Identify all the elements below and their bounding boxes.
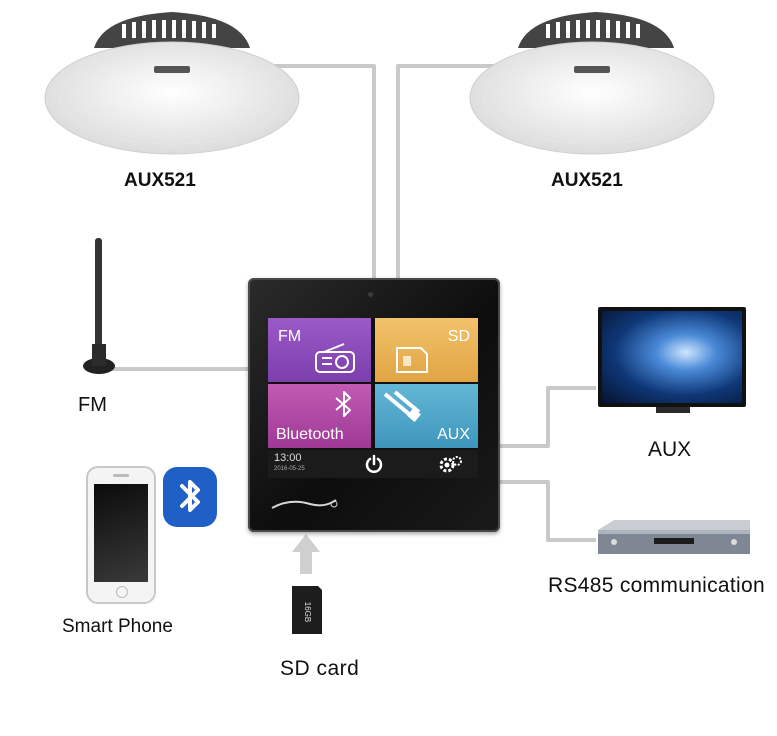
tv-screen: [602, 311, 742, 403]
right-speaker-cable: [396, 64, 508, 282]
bluetooth-tile-icon: [335, 391, 351, 417]
phone-home-button: [116, 586, 128, 598]
fm-label: FM: [78, 394, 107, 416]
left-speaker-label: AUX521: [124, 170, 196, 191]
sd-card-label: SD card: [280, 657, 360, 680]
sd-tile-icon: [396, 347, 428, 373]
smart-phone-device: [86, 466, 156, 604]
smart-phone-label: Smart Phone: [62, 616, 173, 637]
panel-camera-dot: [368, 292, 373, 297]
tv-stand: [656, 407, 690, 413]
phone-screen: [94, 484, 148, 582]
radio-icon: [315, 343, 355, 373]
tile-aux-label: AUX: [437, 426, 470, 443]
panel-time: 13:00: [274, 452, 302, 464]
left-speaker-cable: [272, 64, 376, 282]
tile-bluetooth-label: Bluetooth: [276, 426, 344, 443]
tile-aux[interactable]: AUX: [375, 384, 478, 448]
tv-monitor: [598, 307, 746, 407]
right-ceiling-speaker: [469, 12, 715, 155]
right-speaker-label: AUX521: [551, 170, 623, 191]
rs485-label: RS485 communication: [548, 574, 765, 597]
power-icon[interactable]: [364, 454, 384, 474]
panel-screen: FM SD Bluetooth AUX 13:00 2016-05-25: [268, 318, 478, 478]
sd-arrow: [292, 534, 320, 574]
tile-fm[interactable]: FM: [268, 318, 371, 382]
aux-cable-icon: [383, 390, 422, 423]
sd-card-icon: 16GB: [292, 586, 322, 634]
rs485-cable: [500, 480, 596, 542]
tile-fm-label: FM: [278, 328, 302, 345]
panel-status-bar: 13:00 2016-05-25: [268, 450, 478, 478]
svg-text:16GB: 16GB: [303, 602, 312, 622]
left-ceiling-speaker: [44, 12, 300, 155]
phone-speaker-slot: [113, 474, 129, 477]
bluetooth-badge-icon: [163, 467, 217, 527]
panel-brand-logo: [271, 499, 338, 509]
tile-sd[interactable]: SD: [375, 318, 478, 382]
tv-aux-label: AUX: [648, 438, 692, 461]
tile-bluetooth[interactable]: Bluetooth: [268, 384, 371, 448]
aux-cable: [500, 386, 596, 448]
panel-date: 2016-05-25: [274, 466, 305, 472]
rs485-device: [598, 520, 750, 554]
fm-antenna-icon: [83, 238, 115, 374]
settings-gear-icon[interactable]: [438, 454, 464, 474]
tile-sd-label: SD: [447, 328, 470, 345]
